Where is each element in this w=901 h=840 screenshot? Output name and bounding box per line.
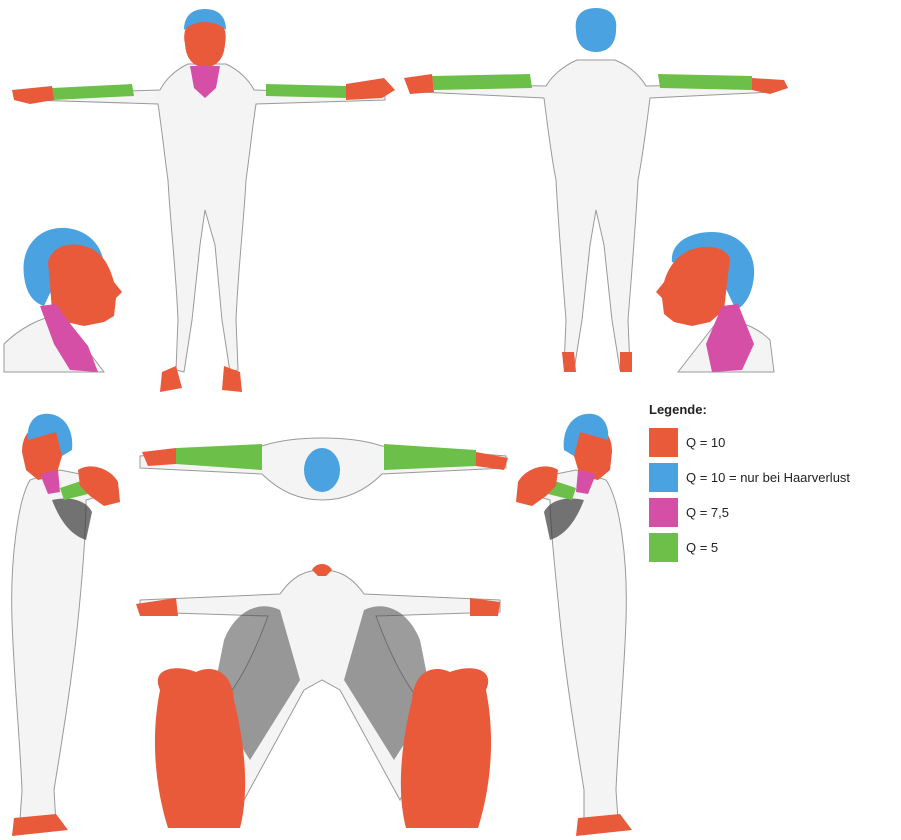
back-left-upperarm [432,74,532,90]
back-right-upperarm [658,74,752,90]
legend-label-q10: Q = 10 [686,435,725,450]
back-right-heel [620,352,632,372]
bottom-left-sole [155,668,245,828]
legend-item-q75: Q = 7,5 [649,495,899,530]
front-right-hand [346,78,395,100]
front-right-upperarm [266,84,346,98]
legend-label-q10-hair: Q = 10 = nur bei Haarverlust [686,470,850,485]
legend-label-q5: Q = 5 [686,540,718,555]
back-left-hand [404,74,434,94]
legend-swatch-q10 [649,428,678,457]
legend-swatch-q75 [649,498,678,527]
top-left-hand [142,448,176,466]
top-right-arm [384,444,476,470]
legend-item-q10-hair: Q = 10 = nur bei Haarverlust [649,460,899,495]
legend: Legende: Q = 10 Q = 10 = nur bei Haarver… [649,402,899,565]
view-head-profile-right [656,232,774,372]
legend-title: Legende: [649,402,899,417]
legend-item-q5: Q = 5 [649,530,899,565]
side-left-body [12,470,110,824]
view-head-profile-left [4,228,122,372]
back-head [576,8,617,52]
legend-item-q10: Q = 10 [649,425,899,460]
front-left-hand [12,86,54,104]
top-head [304,448,340,492]
back-left-heel [562,352,576,372]
bottom-right-sole [401,668,491,828]
legend-label-q75: Q = 7,5 [686,505,729,520]
legend-swatch-q5 [649,533,678,562]
view-side-right [516,414,632,836]
legend-swatch-q10-hair [649,463,678,492]
view-bottom [136,564,500,828]
side-right-body [526,470,626,824]
view-top [140,438,508,500]
front-right-foot [222,366,242,392]
view-side-left [12,414,120,836]
